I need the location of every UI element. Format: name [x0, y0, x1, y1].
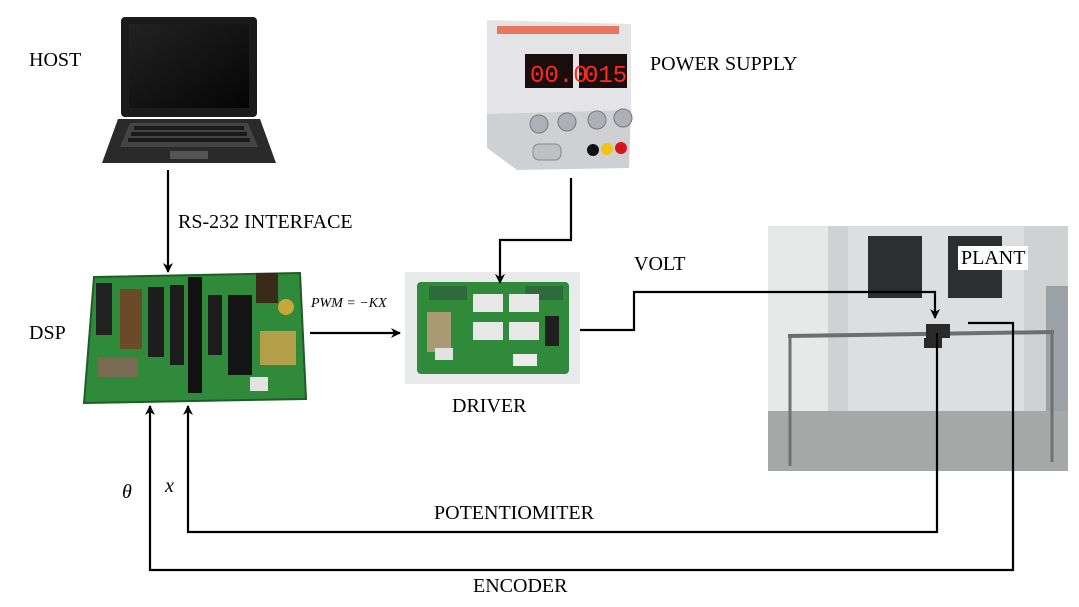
encoder-label: ENCODER: [473, 575, 568, 597]
plant-photo: [768, 226, 1068, 471]
plant-label: PLANT: [958, 246, 1029, 270]
host-label: HOST: [29, 49, 82, 71]
power-supply-label: POWER SUPPLY: [650, 53, 798, 75]
power-supply-icon: 00.0 015: [487, 20, 633, 170]
driver-label: DRIVER: [452, 395, 527, 417]
x-label: x: [165, 475, 174, 497]
dsp-board-icon: [82, 271, 308, 405]
theta-label: θ: [122, 481, 132, 503]
current-readout: 015: [584, 63, 627, 90]
dsp-label: DSP: [29, 322, 66, 344]
pwm-equation: PWM = −KX: [311, 296, 387, 311]
potentiometer-label: POTENTIOMITER: [434, 502, 594, 524]
volt-label: VOLT: [634, 253, 686, 275]
driver-board-icon: [405, 272, 580, 384]
laptop-icon: [102, 17, 276, 163]
interface-label: RS-232 INTERFACE: [178, 211, 353, 233]
voltage-readout: 00.0: [530, 63, 588, 90]
